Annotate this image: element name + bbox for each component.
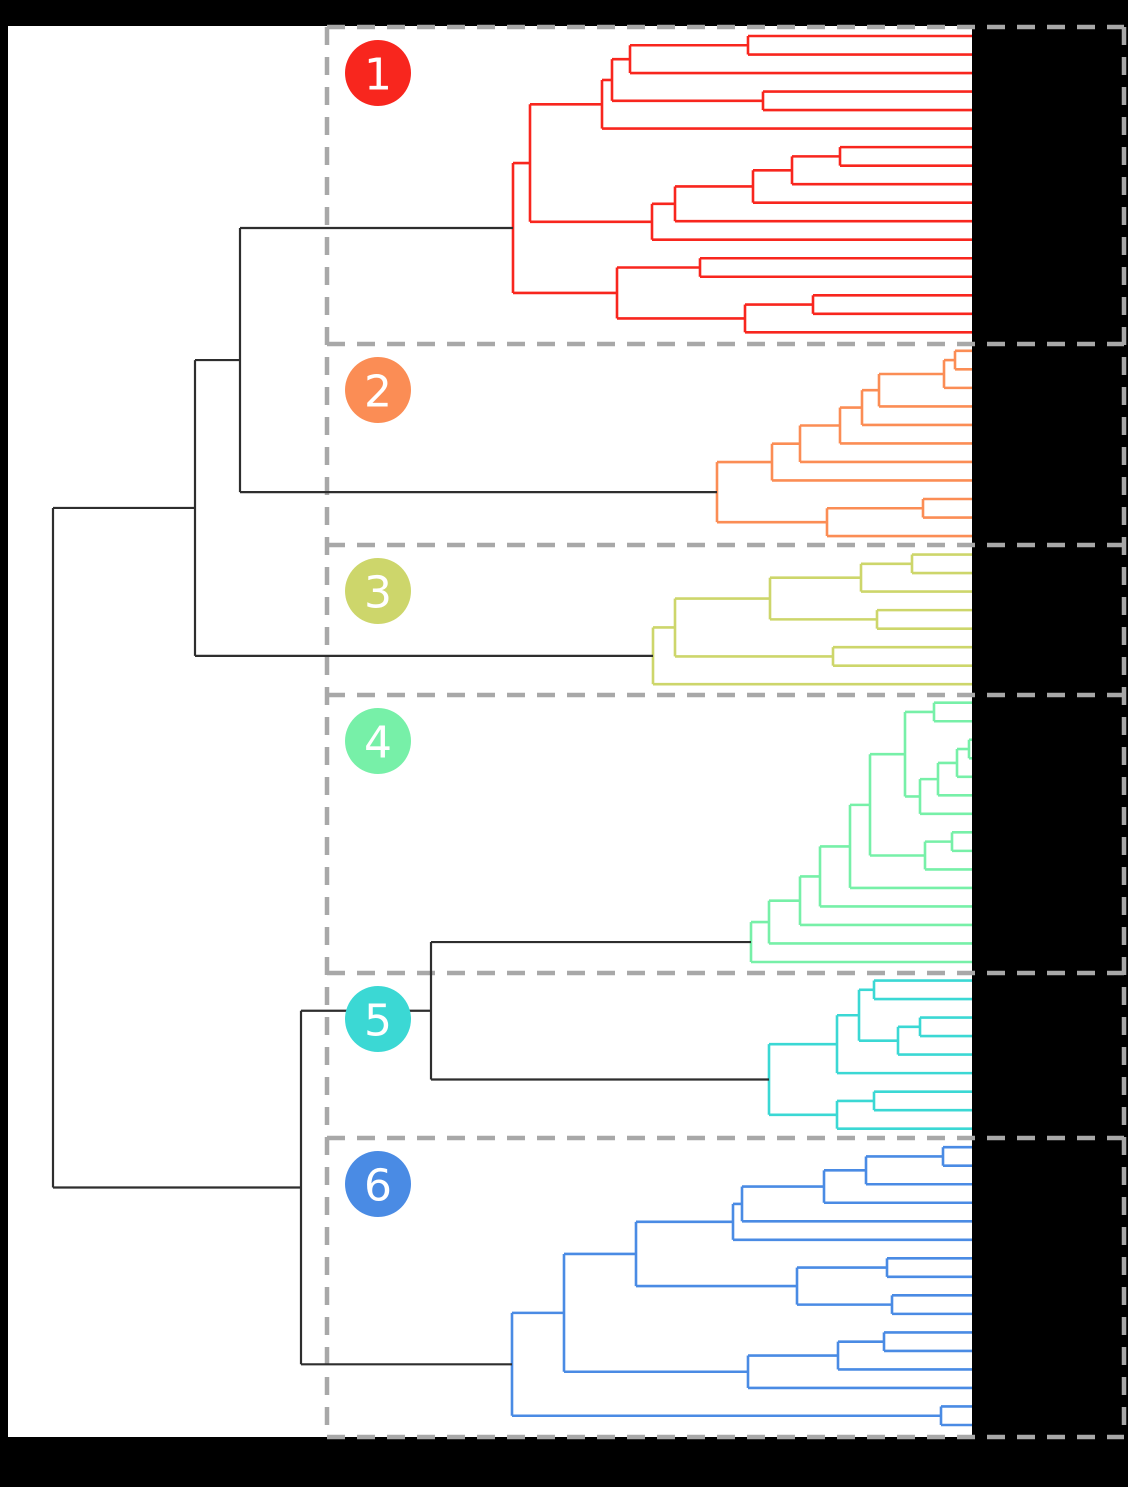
cluster-badge-4: 4 bbox=[345, 708, 411, 774]
cluster-badge-1: 1 bbox=[345, 40, 411, 106]
cluster-badge-label: 4 bbox=[364, 718, 392, 769]
cluster-badge-label: 1 bbox=[364, 50, 392, 101]
cluster-badge-circle bbox=[345, 1151, 411, 1217]
cluster-tree-1 bbox=[511, 34, 972, 334]
cluster-boxes bbox=[324, 24, 1127, 1440]
cluster-tree-5 bbox=[767, 979, 972, 1130]
cluster-badge-circle bbox=[345, 558, 411, 624]
cluster-tree-2 bbox=[715, 349, 972, 538]
cluster-badge-circle bbox=[345, 708, 411, 774]
cluster-tree-4 bbox=[749, 701, 972, 964]
cluster-badge-circle bbox=[345, 357, 411, 423]
cluster-tree-3 bbox=[651, 553, 972, 686]
cluster-badge-6: 6 bbox=[345, 1151, 411, 1217]
cluster-badge-label: 6 bbox=[364, 1161, 392, 1212]
cluster-badge-circle bbox=[345, 986, 411, 1052]
cluster-badge-2: 2 bbox=[345, 357, 411, 423]
cluster-badge-label: 5 bbox=[364, 996, 392, 1047]
backbone bbox=[51, 226, 769, 1366]
cluster-badge-label: 2 bbox=[364, 367, 392, 418]
cluster-badge-5: 5 bbox=[345, 986, 411, 1052]
plot-area bbox=[8, 26, 972, 1437]
cluster-badges: 1 2 3 4 5 6 bbox=[345, 40, 411, 1217]
dendrogram-trees bbox=[510, 34, 972, 1427]
cluster-tree-6 bbox=[510, 1145, 972, 1427]
cluster-badge-label: 3 bbox=[364, 568, 392, 619]
cluster-badge-circle bbox=[345, 40, 411, 106]
cluster-badge-3: 3 bbox=[345, 558, 411, 624]
